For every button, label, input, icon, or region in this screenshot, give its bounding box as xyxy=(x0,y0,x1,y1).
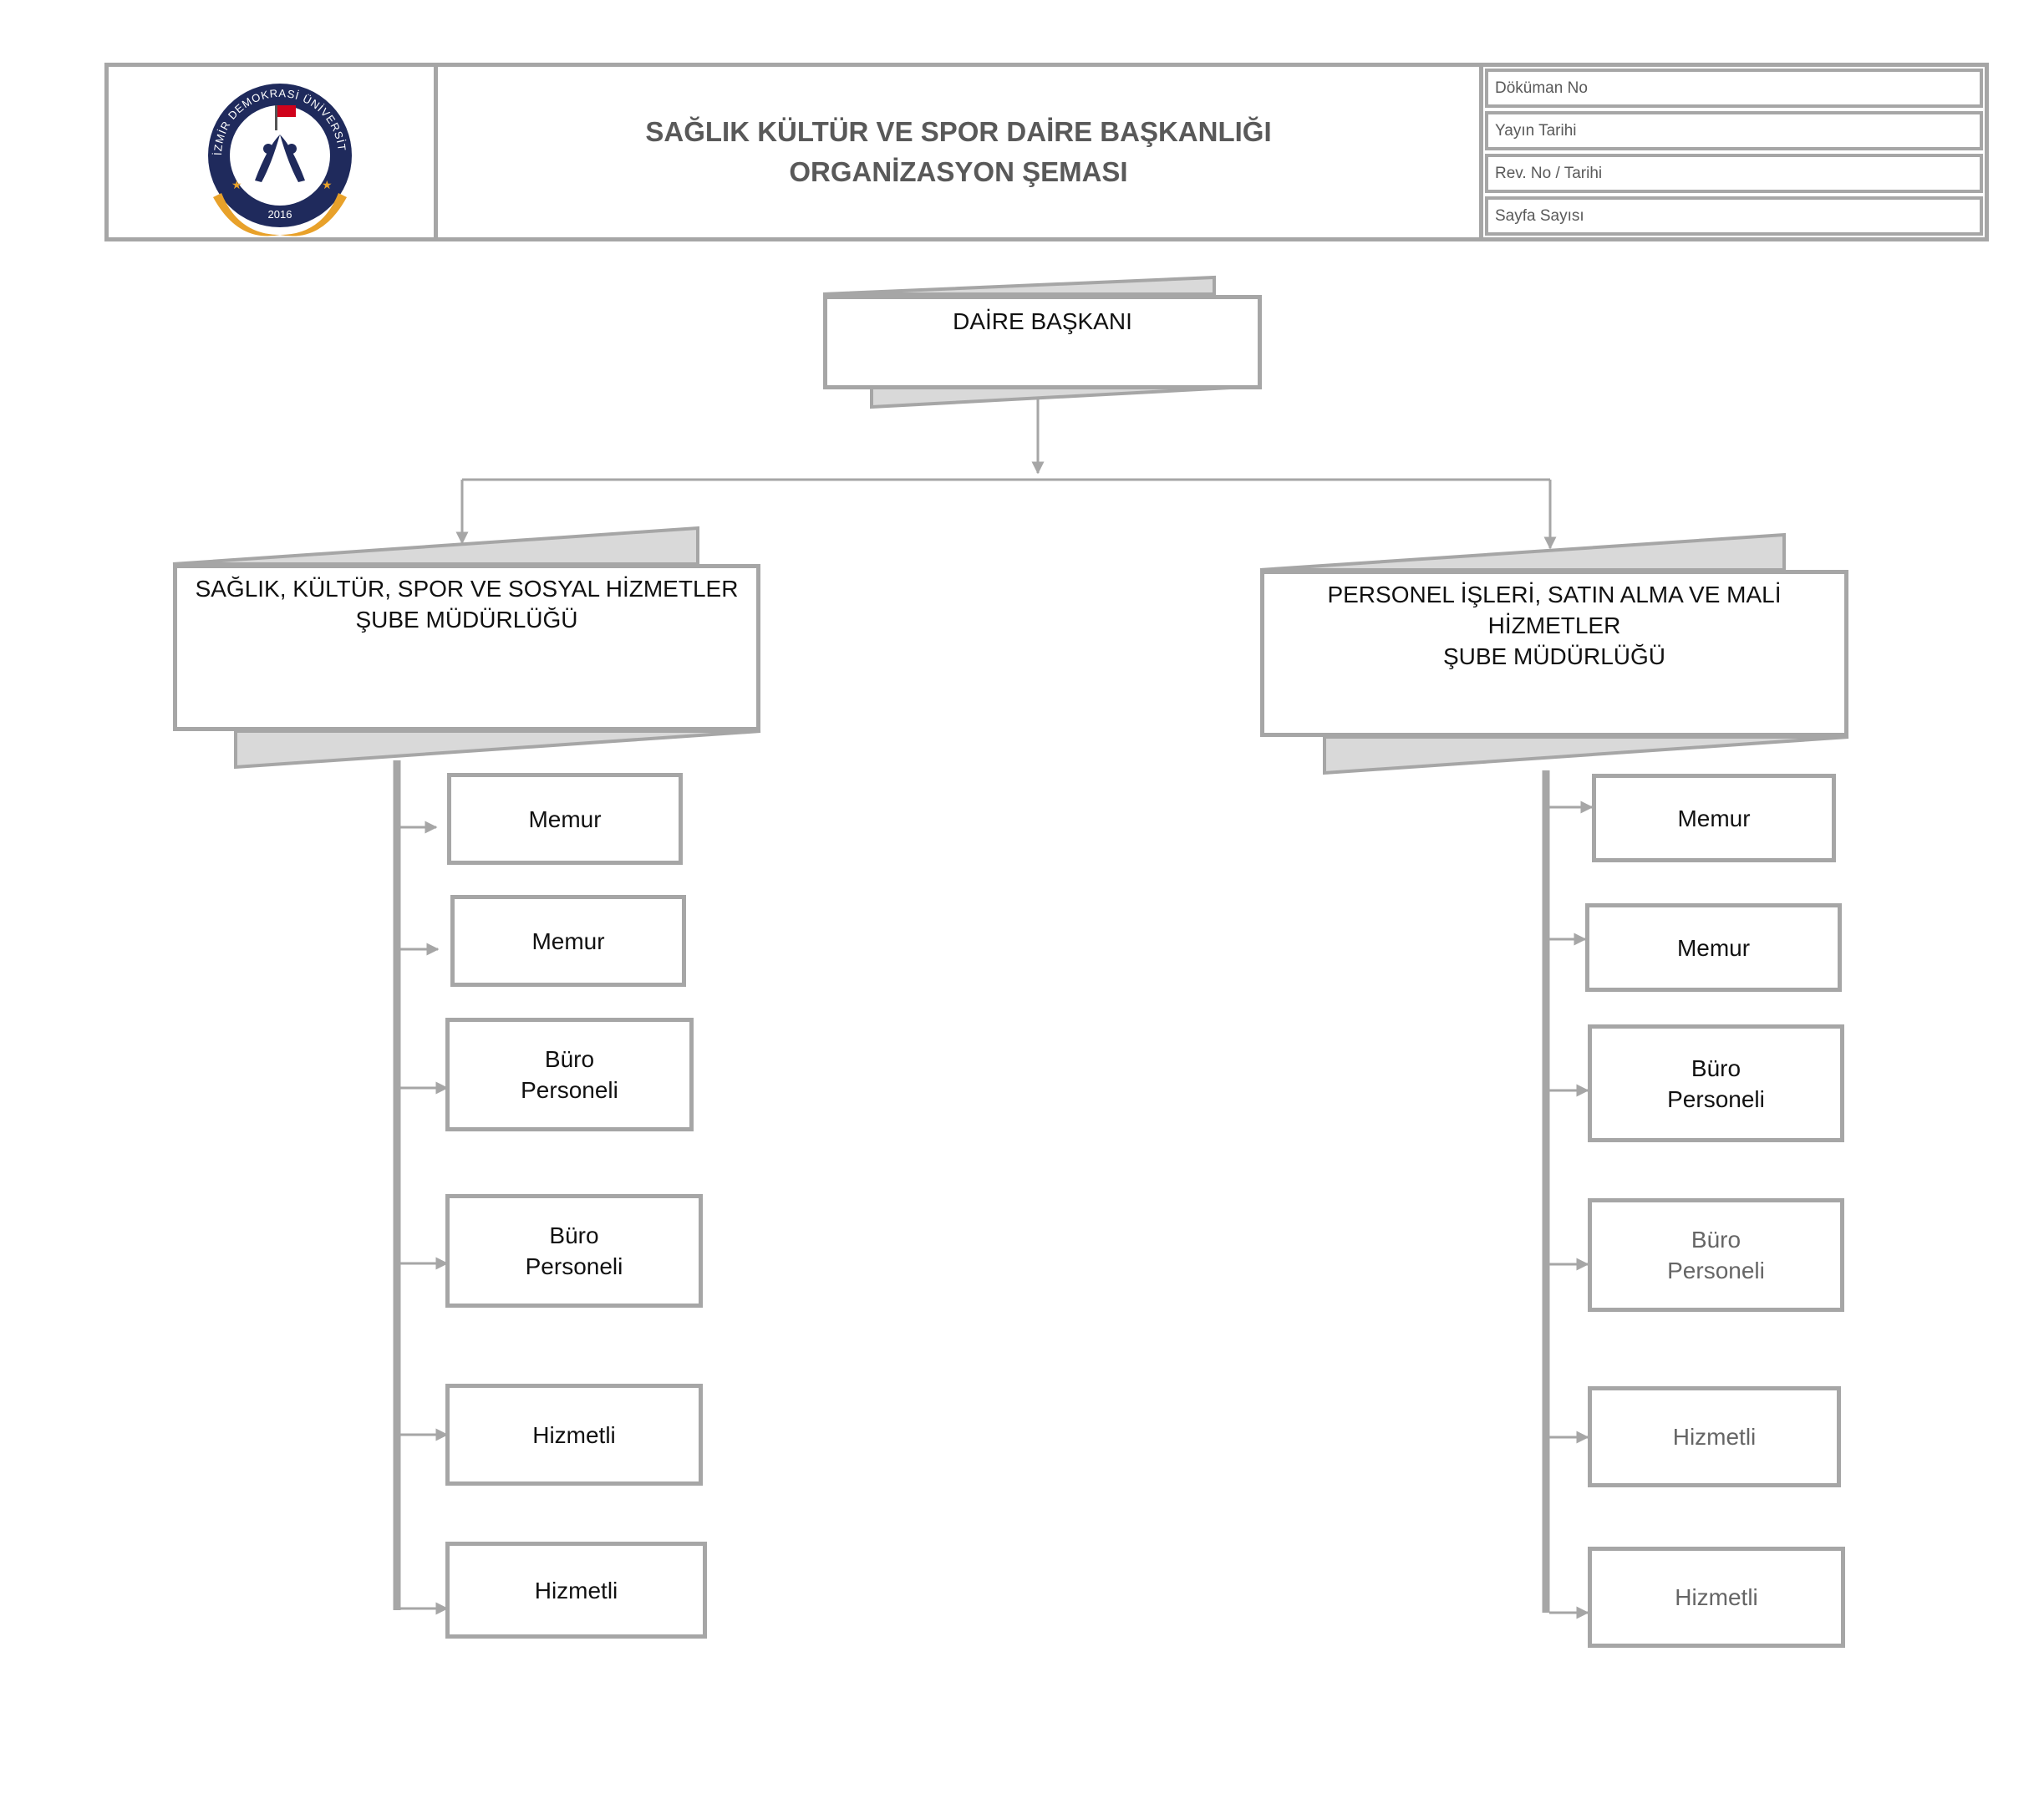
header-title-line1: SAĞLIK KÜLTÜR VE SPOR DAİRE BAŞKANLIĞI xyxy=(645,116,1272,147)
staff-label: Hizmetli xyxy=(1672,1424,1757,1450)
document-meta-table: Döküman No Yayın Tarihi Rev. No / Tarihi… xyxy=(1483,67,1985,237)
right-staff-node: Hizmetli xyxy=(1588,1547,1845,1648)
org-node-right-branch: PERSONEL İŞLERİ, SATIN ALMA VE MALİ HİZM… xyxy=(1260,570,1848,737)
svg-text:2016: 2016 xyxy=(268,208,292,221)
staff-label: Hizmetli xyxy=(1675,1584,1758,1610)
staff-label-line1: Büro xyxy=(549,1222,599,1248)
left-staff-node: Hizmetli xyxy=(445,1542,707,1639)
top-card-back-panel xyxy=(822,275,1216,296)
meta-revision: Rev. No / Tarihi xyxy=(1485,154,1983,193)
svg-text:★: ★ xyxy=(322,178,333,191)
left-card-back-panel xyxy=(172,526,699,566)
header-title-line2: ORGANİZASYON ŞEMASI xyxy=(789,156,1128,187)
right-staff-node: Hizmetli xyxy=(1588,1386,1841,1487)
staff-label-line1: Büro xyxy=(1691,1055,1741,1081)
org-node-daire-baskani-label: DAİRE BAŞKANI xyxy=(953,308,1132,334)
left-staff-node: Büro Personeli xyxy=(445,1194,703,1308)
left-branch-line1: SAĞLIK, KÜLTÜR, SPOR VE SOSYAL HİZMETLER xyxy=(195,576,739,602)
left-staff-node: Memur xyxy=(447,773,683,865)
staff-label-line1: Büro xyxy=(1691,1227,1741,1253)
meta-page-count: Sayfa Sayısı xyxy=(1485,196,1983,236)
right-card-back-panel xyxy=(1259,532,1786,572)
logo-cell: İZMİR DEMOKRASİ ÜNİVERSİTESİ 2016 ★ ★ xyxy=(109,67,438,237)
org-node-daire-baskani: DAİRE BAŞKANI xyxy=(823,295,1262,389)
staff-label-line2: Personeli xyxy=(521,1077,618,1103)
header-title: SAĞLIK KÜLTÜR VE SPOR DAİRE BAŞKANLIĞI O… xyxy=(438,67,1483,237)
university-logo: İZMİR DEMOKRASİ ÜNİVERSİTESİ 2016 ★ ★ xyxy=(188,72,352,236)
meta-document-no: Döküman No xyxy=(1485,69,1983,108)
right-staff-node: Memur xyxy=(1585,903,1842,992)
staff-label-line1: Büro xyxy=(544,1046,595,1072)
staff-label-line2: Personeli xyxy=(1667,1258,1765,1283)
staff-label-line2: Personeli xyxy=(1667,1085,1765,1112)
staff-label: Memur xyxy=(531,927,605,954)
right-staff-node: Büro Personeli xyxy=(1588,1198,1844,1312)
staff-label: Hizmetli xyxy=(532,1421,616,1448)
right-branch-line2: ŞUBE MÜDÜRLÜĞÜ xyxy=(1442,643,1666,669)
svg-text:★: ★ xyxy=(231,178,242,191)
right-staff-node: Memur xyxy=(1592,774,1836,862)
staff-label: Memur xyxy=(1677,805,1751,831)
right-staff-arrows xyxy=(1549,800,1594,1619)
left-staff-node: Büro Personeli xyxy=(445,1018,694,1131)
staff-label: Memur xyxy=(528,806,602,832)
right-staff-node: Büro Personeli xyxy=(1588,1024,1844,1142)
left-staff-arrows xyxy=(400,821,449,1615)
meta-publish-date: Yayın Tarihi xyxy=(1485,111,1983,150)
right-branch-line1: PERSONEL İŞLERİ, SATIN ALMA VE MALİ HİZM… xyxy=(1327,582,1782,638)
right-card-shadow xyxy=(1323,735,1849,775)
document-header: İZMİR DEMOKRASİ ÜNİVERSİTESİ 2016 ★ ★ SA… xyxy=(104,63,1989,241)
left-staff-node: Memur xyxy=(450,895,686,987)
left-staff-node: Hizmetli xyxy=(445,1384,703,1486)
left-branch-line2: ŞUBE MÜDÜRLÜĞÜ xyxy=(355,607,578,633)
staff-label-line2: Personeli xyxy=(525,1253,623,1279)
staff-label: Memur xyxy=(1676,934,1751,961)
left-card-shadow xyxy=(234,729,761,770)
org-node-left-branch: SAĞLIK, KÜLTÜR, SPOR VE SOSYAL HİZMETLER… xyxy=(173,564,760,731)
staff-label: Hizmetli xyxy=(534,1577,618,1603)
